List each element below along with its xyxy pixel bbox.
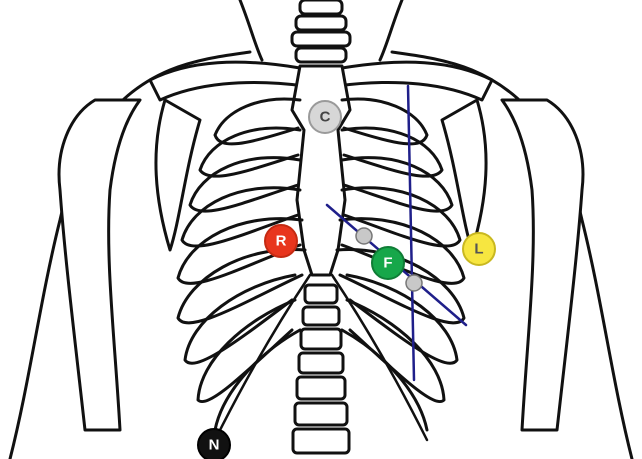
- left-scapula: [156, 100, 200, 250]
- electrode-l-label: L: [474, 241, 483, 258]
- landmark-dot: [356, 228, 372, 244]
- electrode-r[interactable]: R: [265, 225, 297, 257]
- lower-spine: [293, 285, 349, 453]
- landmark-dot: [406, 275, 422, 291]
- right-scapula: [442, 100, 486, 250]
- electrode-c-label: C: [320, 109, 331, 126]
- sternum: [292, 66, 350, 275]
- cervical-spine: [292, 0, 350, 62]
- electrode-f-label: F: [383, 255, 392, 272]
- electrode-n-label: N: [209, 437, 220, 454]
- electrode-f[interactable]: F: [372, 247, 404, 279]
- midclavicular-guide-line: [408, 86, 414, 380]
- electrode-l[interactable]: L: [463, 233, 495, 265]
- electrode-r-label: R: [276, 233, 287, 250]
- electrode-c[interactable]: C: [309, 101, 341, 133]
- ribs-left: [178, 99, 305, 430]
- electrode-n[interactable]: N: [198, 429, 230, 459]
